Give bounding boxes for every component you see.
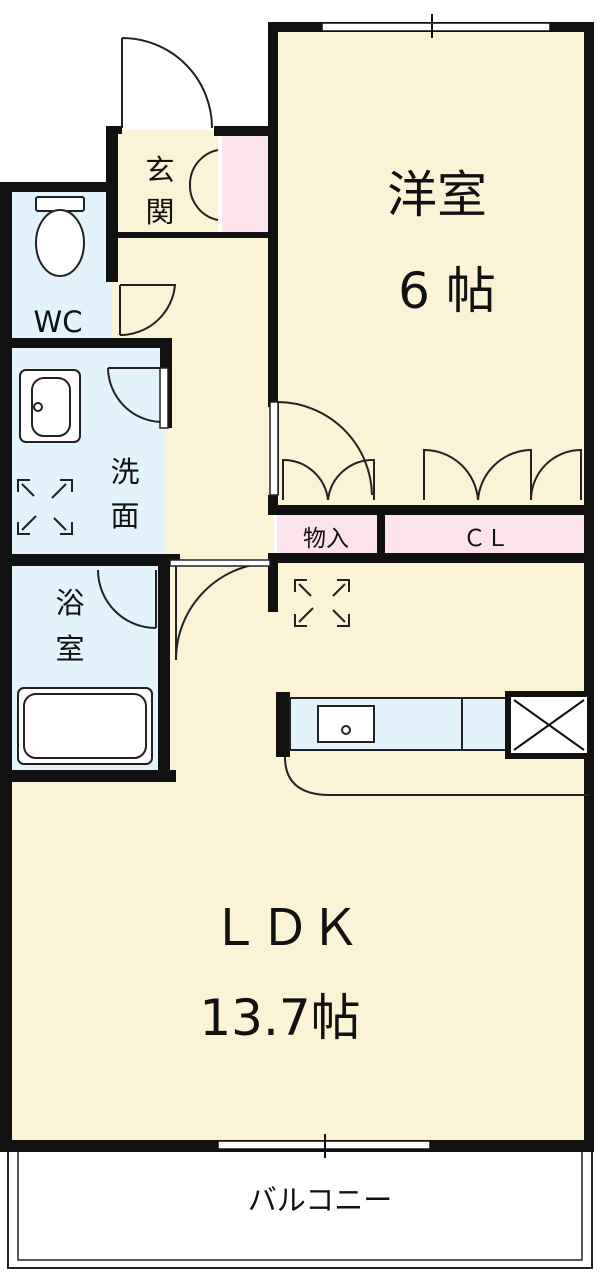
room-western-floor — [272, 28, 590, 513]
wall — [158, 560, 170, 780]
closet-door — [423, 448, 532, 501]
room-name-washroom-1: 洗 — [110, 455, 139, 489]
wall — [268, 553, 594, 563]
storage-door — [282, 458, 375, 501]
room-name-western: 洋室 — [387, 166, 487, 224]
drain-icon — [33, 402, 43, 412]
bath-door — [97, 569, 157, 629]
toilet-tank — [35, 196, 85, 212]
kitchen-sink — [317, 705, 375, 743]
wall — [377, 505, 385, 563]
room-name-bath-2: 室 — [55, 632, 84, 666]
washbasin-bowl — [31, 377, 71, 437]
room-name-entrance-1: 玄 — [145, 153, 174, 187]
wall — [0, 182, 118, 192]
door-jamb — [159, 367, 169, 429]
wall — [276, 692, 290, 757]
wall — [0, 770, 176, 782]
balcony-railing-inner — [17, 1152, 583, 1261]
wc-door — [119, 284, 177, 337]
entrance-door — [121, 37, 213, 129]
refrigerator-space — [294, 579, 350, 627]
wall — [0, 182, 12, 782]
wall — [106, 126, 122, 134]
wall — [0, 338, 172, 348]
window — [321, 22, 551, 32]
washroom-door — [107, 367, 161, 423]
closet-door — [530, 448, 582, 501]
wall — [214, 126, 274, 136]
room-size-western: 6 帖 — [398, 262, 496, 320]
balcony-railing — [7, 1152, 593, 1269]
room-name-washroom-2: 面 — [110, 499, 139, 533]
room-name-entrance-2: 関 — [145, 195, 174, 229]
room-name-ldk: ＬＤＫ — [210, 899, 360, 957]
wall — [268, 560, 278, 612]
wall — [0, 554, 180, 566]
storage-floor — [277, 514, 377, 559]
exhaust-cross — [513, 699, 585, 751]
room-name-storage: 物入 — [303, 526, 349, 552]
entrance-floor — [112, 130, 218, 238]
drain-icon — [341, 725, 351, 735]
room-name-bath-1: 浴 — [55, 586, 84, 620]
wall — [0, 770, 12, 1152]
room-name-wc: WC — [34, 305, 83, 339]
bathtub-inner — [23, 693, 147, 759]
washing-machine-space — [17, 479, 73, 535]
wall — [268, 505, 594, 515]
door-jamb — [169, 559, 271, 567]
shoe-cabinet — [222, 135, 268, 237]
room-size-ldk: 13.7帖 — [199, 989, 360, 1047]
closet-floor — [385, 514, 587, 559]
room-name-closet: ＣＬ — [463, 526, 509, 552]
wall — [584, 22, 594, 1152]
counter-edge — [284, 756, 590, 796]
wall — [268, 22, 278, 407]
balcony-floor — [8, 1150, 590, 1265]
door-jamb — [269, 401, 279, 496]
room-name-balcony: バルコニー — [248, 1183, 392, 1217]
toilet-bowl — [35, 209, 85, 277]
shoe-cabinet-door — [188, 149, 219, 221]
wall — [112, 232, 272, 238]
wall — [106, 182, 118, 282]
